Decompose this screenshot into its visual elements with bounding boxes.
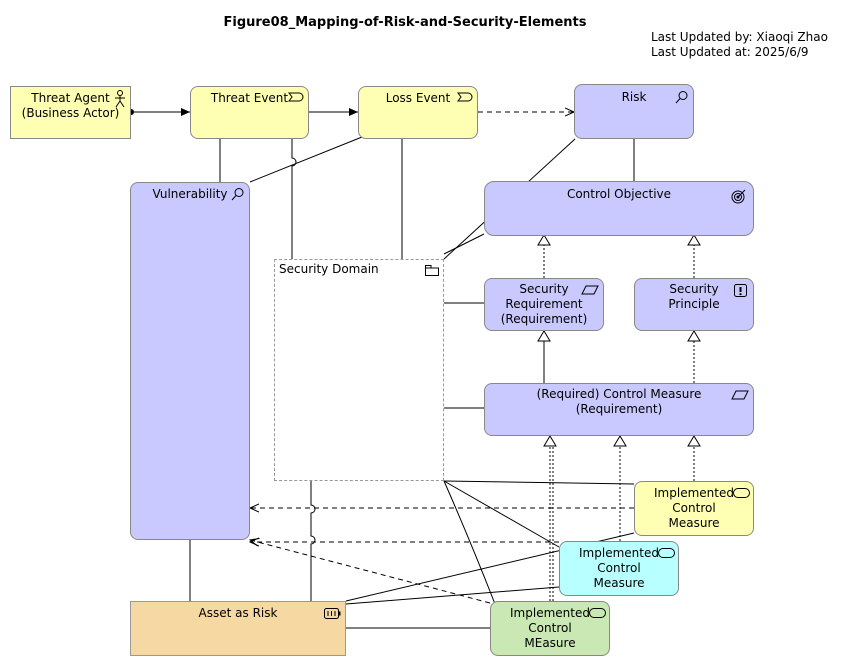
edge-domain-to-impl2 <box>443 480 560 548</box>
service-icon <box>589 608 606 618</box>
event-icon <box>288 92 304 102</box>
vulnerability-node[interactable]: Vulnerability <box>130 182 250 540</box>
security-requirement-line1: Security <box>519 282 569 296</box>
realization-arrow <box>687 234 701 246</box>
actor-icon <box>115 90 125 108</box>
security-requirement-line3: (Requirement) <box>500 312 588 326</box>
security-principle-line2: Principle <box>668 297 720 311</box>
threat-agent-label: Threat Agent <box>31 91 110 105</box>
edge-domain-to-impl3 <box>443 480 496 605</box>
requirement-icon <box>581 285 599 295</box>
security-domain-label: Security Domain <box>279 262 379 276</box>
last-updated-by: Last Updated by: Xiaoqi Zhao <box>651 30 828 44</box>
threat-agent-node[interactable]: Threat Agent (Business Actor) <box>10 86 131 139</box>
principle-icon <box>734 284 747 297</box>
loss-event-node[interactable]: Loss Event <box>358 86 478 139</box>
service-icon <box>733 488 750 498</box>
implemented-2-line3: Measure <box>593 576 645 590</box>
risk-label: Risk <box>621 90 647 104</box>
threat-agent-sublabel: (Business Actor) <box>21 106 120 120</box>
edge-impl3-to-vulnerability <box>250 540 491 604</box>
implemented-1-line1: Implemented <box>654 486 734 500</box>
diagram-title: Figure08_Mapping-of-Risk-and-Security-El… <box>223 15 587 30</box>
security-requirement-node[interactable]: Security Requirement (Requirement) <box>484 278 604 331</box>
control-objective-node[interactable]: Control Objective <box>484 181 754 236</box>
vulnerability-label: Vulnerability <box>152 187 228 201</box>
control-measure-line1: (Required) Control Measure <box>536 387 702 401</box>
implemented-control-measure-1[interactable]: Implemented Control Measure <box>634 481 754 536</box>
implemented-control-measure-2[interactable]: Implemented Control Measure <box>559 541 679 596</box>
implemented-1-line2: Control <box>672 501 716 515</box>
implemented-control-measure-3[interactable]: Implemented Control MEasure <box>490 601 610 656</box>
grouping-icon <box>425 265 439 276</box>
assessment-icon <box>675 91 688 104</box>
realization-arrow <box>537 234 551 246</box>
loss-event-label: Loss Event <box>385 91 451 105</box>
last-updated-info: Last Updated by: Xiaoqi Zhao Last Update… <box>651 30 828 60</box>
resource-icon <box>324 608 341 619</box>
implemented-2-line2: Control <box>597 561 641 575</box>
threat-event-label: Threat Event <box>210 91 289 105</box>
edge-domain-to-asset <box>310 481 316 601</box>
edge-threat-to-domain <box>291 139 297 259</box>
control-objective-label: Control Objective <box>566 187 672 201</box>
edge-loss-to-vulnerability <box>249 136 363 183</box>
event-icon <box>457 92 473 102</box>
security-requirement-line2: Requirement <box>505 297 583 311</box>
realization-arrow <box>687 435 701 447</box>
control-measure-node[interactable]: (Required) Control Measure (Requirement) <box>484 383 754 436</box>
edge-domain-to-impl1 <box>443 480 635 485</box>
realization-arrow <box>543 435 557 447</box>
realization-arrow <box>687 330 701 342</box>
edge-impl2-to-asset <box>345 586 560 605</box>
asset-as-risk-node[interactable]: Asset as Risk <box>130 601 346 656</box>
implemented-3-line3: MEasure <box>524 636 576 650</box>
goal-icon <box>731 189 746 204</box>
security-domain-group[interactable]: Security Domain <box>274 259 444 481</box>
implemented-1-line3: Measure <box>668 516 720 530</box>
security-principle-node[interactable]: Security Principle <box>634 278 754 331</box>
implemented-2-line1: Implemented <box>579 546 659 560</box>
last-updated-at: Last Updated at: 2025/6/9 <box>651 45 809 59</box>
implemented-3-line2: Control <box>528 621 572 635</box>
requirement-icon <box>731 390 749 400</box>
threat-event-node[interactable]: Threat Event <box>190 86 309 139</box>
realization-arrow <box>613 435 627 447</box>
specialization-arrow <box>537 330 551 342</box>
asset-label: Asset as Risk <box>198 606 278 620</box>
risk-node[interactable]: Risk <box>574 84 694 139</box>
edge-objective-to-domain <box>443 233 485 255</box>
implemented-3-line1: Implemented <box>510 606 590 620</box>
security-principle-line1: Security <box>669 282 719 296</box>
service-icon <box>658 548 675 558</box>
assessment-icon <box>231 188 244 201</box>
control-measure-line2: (Requirement) <box>575 402 663 416</box>
